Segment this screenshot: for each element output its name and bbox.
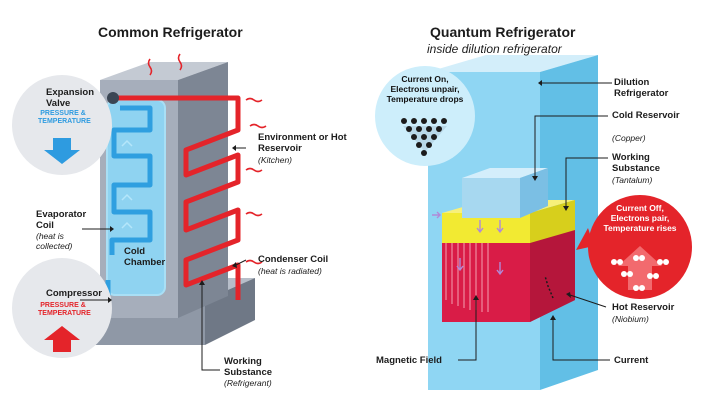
- current-off-bubble: [576, 195, 692, 299]
- leader-lines-left: [80, 147, 247, 371]
- cold-chamber-label: Cold Chamber: [124, 246, 166, 268]
- condenser-label: Condenser Coil: [258, 254, 329, 265]
- quantum-subtitle: inside dilution refrigerator: [427, 42, 562, 56]
- evaporator-coil: [109, 105, 153, 255]
- working-substance-label: Working Substance: [224, 356, 273, 378]
- electron-dots-on: [401, 118, 447, 156]
- leader-arrowheads-right: [473, 80, 571, 320]
- current-wire: [544, 275, 554, 299]
- down-arrow-icon: [44, 138, 80, 164]
- compressor-label: Compressor: [46, 288, 102, 299]
- quantum-title: Quantum Refrigerator: [430, 24, 576, 40]
- pressure-temp-blue: PRESSURE & TEMPERATURE: [38, 110, 91, 125]
- leader-arrowheads-left: [108, 145, 237, 303]
- common-title: Common Refrigerator: [98, 24, 243, 40]
- evaporator-label: Evaporator Coil: [36, 209, 87, 231]
- evaporator-note: (heat is collected): [36, 231, 73, 251]
- evaporator-flow-arrows: [121, 139, 133, 229]
- heat-flow-arrows: [432, 211, 504, 276]
- magnetic-field-label: Magnetic Field: [376, 355, 442, 366]
- refrigerator-box: [100, 62, 228, 318]
- current-off-text: Current Off, Electrons pair, Temperature…: [603, 203, 677, 233]
- environment-label: Environment or Hot Reservoir: [258, 132, 347, 154]
- cold-reservoir-note: (Copper): [612, 133, 646, 143]
- compressor-badge: [12, 258, 112, 358]
- up-arrow-icon: [44, 326, 80, 352]
- condenser-coil: [118, 95, 241, 300]
- hot-reservoir-label: Hot Reservoir: [612, 302, 675, 313]
- hot-reservoir-note: (Niobium): [612, 314, 649, 324]
- electron-pairs-off: [611, 255, 669, 291]
- heat-wave-icons: [147, 53, 267, 265]
- expansion-valve-label: Expansion Valve: [46, 87, 95, 109]
- leader-lines-right: [458, 82, 612, 361]
- environment-note: (Kitchen): [258, 155, 293, 165]
- expansion-valve-knob: [107, 92, 119, 104]
- quantum-working-label: Working Substance: [612, 152, 661, 174]
- cold-reservoir-label: Cold Reservoir: [612, 110, 680, 121]
- expansion-valve-badge: [12, 75, 112, 175]
- pressure-temp-red: PRESSURE & TEMPERATURE: [38, 302, 91, 317]
- condenser-note: (heat is radiated): [258, 266, 322, 276]
- current-label: Current: [614, 355, 649, 366]
- working-substance-note: (Refrigerant): [224, 378, 272, 388]
- cold-reservoir-cube: [462, 168, 548, 218]
- quantum-working-note: (Tantalum): [612, 175, 653, 185]
- current-on-text: Current On, Electrons unpair, Temperatur…: [386, 74, 464, 104]
- dilution-label: Dilution Refrigerator: [614, 77, 669, 99]
